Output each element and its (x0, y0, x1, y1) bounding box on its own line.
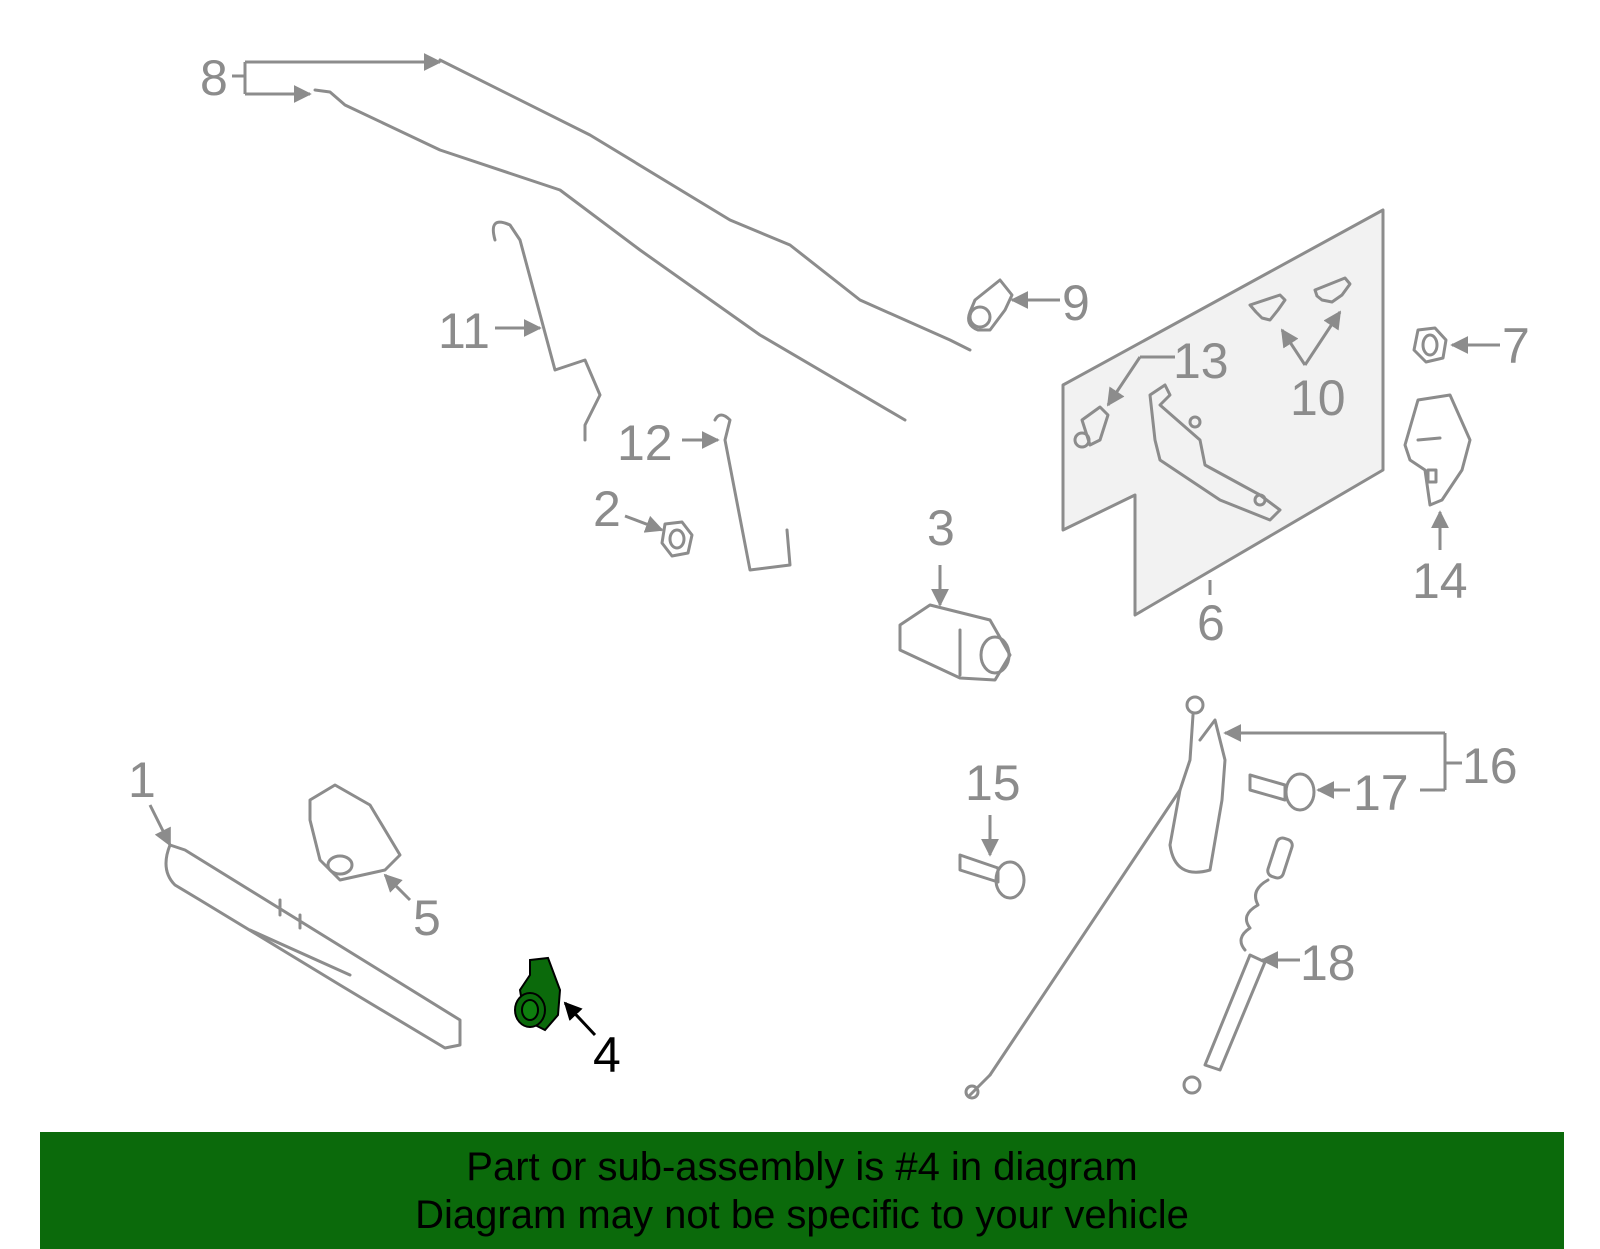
part-10-bumpers (1248, 276, 1352, 322)
callout-label-1: 1 (128, 752, 156, 808)
callout-label-4: 4 (593, 1027, 621, 1083)
part-9-clip (967, 278, 1014, 332)
callout-label-5: 5 (413, 890, 441, 946)
part-14-bracket (1403, 393, 1472, 507)
callout-18: 18 (1260, 935, 1356, 991)
part-6-latch-panel (1061, 208, 1385, 617)
callout-3: 3 (927, 500, 955, 607)
callout-label-16: 16 (1462, 738, 1518, 794)
callout-label-12: 12 (617, 415, 673, 471)
callout-label-14: 14 (1412, 553, 1468, 609)
info-banner: Part or sub-assembly is #4 in diagram Di… (40, 1132, 1564, 1249)
callout-10: 10 (1280, 310, 1346, 426)
callout-4: 4 (563, 1001, 621, 1083)
callout-label-2: 2 (593, 481, 621, 537)
callout-label-18: 18 (1300, 935, 1356, 991)
callout-5: 5 (383, 873, 441, 946)
callout-label-8: 8 (200, 50, 228, 106)
callout-7: 7 (1450, 318, 1530, 374)
callout-label-13: 13 (1173, 333, 1229, 389)
part-18-strut (1182, 836, 1294, 1095)
callout-label-6: 6 (1197, 595, 1225, 651)
callout-label-3: 3 (927, 500, 955, 556)
callout-label-17: 17 (1353, 765, 1409, 821)
part-8-rods (313, 58, 972, 422)
part-17-bolt (1248, 772, 1316, 812)
part-13-clip (1073, 405, 1110, 449)
part-1-trim (164, 843, 462, 1050)
callout-13: 13 (1106, 333, 1229, 407)
part-12-rod (713, 413, 792, 572)
callout-15: 15 (965, 755, 1021, 857)
callout-16: 16 (1223, 724, 1518, 794)
callout-1: 1 (128, 752, 172, 847)
callout-9: 9 (1010, 275, 1090, 331)
callout-12: 12 (617, 415, 720, 471)
part-16-cable (964, 695, 1227, 1100)
callout-14: 14 (1412, 510, 1468, 609)
callout-label-9: 9 (1062, 275, 1090, 331)
part-4-highlighted[interactable] (514, 956, 562, 1032)
callout-label-11: 11 (438, 303, 490, 359)
part-5-actuator (308, 783, 402, 882)
part-7-nut (1412, 326, 1448, 364)
callout-11: 11 (438, 303, 542, 359)
parts-diagram: 8 11 12 2 9 6 (128, 50, 1530, 1100)
callout-17: 17 (1316, 765, 1409, 821)
part-15-bolt (958, 853, 1026, 900)
part-11-rod (491, 220, 602, 442)
callout-label-15: 15 (965, 755, 1021, 811)
part-3-connector (898, 603, 1012, 682)
callout-2: 2 (593, 481, 664, 537)
banner-line-2: Diagram may not be specific to your vehi… (415, 1192, 1189, 1237)
callout-label-10: 10 (1290, 370, 1346, 426)
banner-line-1: Part or sub-assembly is #4 in diagram (466, 1144, 1138, 1189)
callout-8: 8 (200, 50, 442, 106)
part-2-nut (660, 520, 694, 558)
callout-label-7: 7 (1502, 318, 1530, 374)
callout-6: 6 (1197, 595, 1225, 651)
